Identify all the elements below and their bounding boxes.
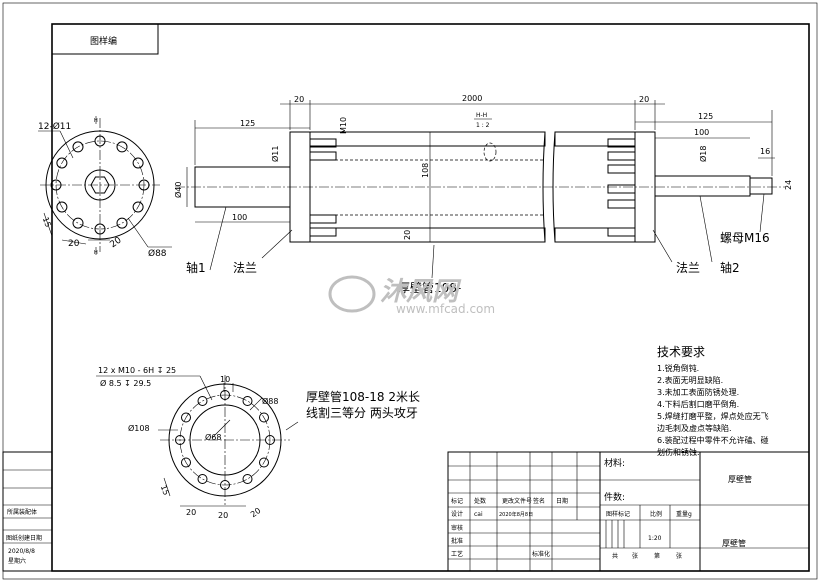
dim-d40: Ø40 bbox=[173, 182, 183, 198]
label-shaft2: 轴2 bbox=[720, 260, 740, 275]
tech-item-5: 5.焊缝打磨平整，焊点处应无飞 bbox=[657, 411, 769, 421]
tb-sheets-word: 张 bbox=[632, 552, 638, 560]
flange-bolt-holes bbox=[50, 135, 150, 235]
flange-front-view: 12-Ø11 H H Ø88 15 20 20 bbox=[38, 116, 172, 259]
dim-m10: M10 bbox=[339, 117, 348, 134]
tb-scale: 1:20 bbox=[648, 535, 662, 542]
tb-mark: 标记 bbox=[451, 497, 463, 505]
tube-dim-20c: 20 bbox=[249, 506, 263, 519]
created-date-label: 图纸创建日期 bbox=[6, 534, 42, 542]
flange-dim-20: 20 bbox=[68, 239, 80, 249]
dim-125-left: 125 bbox=[240, 119, 255, 128]
tech-requirements: 技术要求 1.锐角倒钝. 2.表面无明显缺陷. 3.未加工表面防锈处理. 4.下… bbox=[657, 345, 769, 457]
shaft-labels: 轴1 法兰 法兰 轴2 螺母M16 厚壁管108- bbox=[186, 193, 770, 295]
tb-review: 审核 bbox=[451, 524, 463, 532]
flange-mark-bottom: H bbox=[94, 250, 98, 256]
dim-20-mid: 20 bbox=[403, 230, 412, 240]
tech-item-2: 2.表面无明显缺陷. bbox=[657, 375, 723, 385]
tb-change-doc: 更改文件号 bbox=[502, 497, 532, 505]
tb-designer: cai bbox=[474, 511, 483, 518]
tube-callout-line1: 12 x M10 - 6H ↧ 25 bbox=[98, 366, 176, 375]
tb-sheet-no: 第 bbox=[654, 552, 660, 560]
dim-100-bottom-left: 100 bbox=[232, 213, 247, 222]
tb-material-label: 材料: bbox=[604, 457, 625, 469]
flange-dim-15: 15 bbox=[41, 216, 53, 229]
tech-item-6: 边毛刺及虚点等缺陷. bbox=[657, 423, 732, 433]
tb-design: 设计 bbox=[451, 510, 463, 518]
tb-stage-mark: 图样标记 bbox=[606, 510, 630, 518]
tube-dim-d108: Ø108 bbox=[128, 423, 150, 433]
used-in-label: 所属装配体 bbox=[7, 508, 37, 516]
tube-callout-line2: Ø 8.5 ↧ 29.5 bbox=[100, 378, 151, 388]
tb-process: 工艺 bbox=[451, 550, 463, 558]
tapped-holes bbox=[309, 138, 636, 237]
section-label-top: H-H bbox=[476, 112, 487, 119]
dim-d18: Ø18 bbox=[698, 146, 708, 162]
flange-mark-top: H bbox=[94, 118, 98, 124]
shaft-assembly-view: 20 2000 20 125 125 100 100 M10 Ø11 Ø40 1… bbox=[173, 94, 793, 295]
tube-dim-d68: Ø68 bbox=[205, 432, 221, 442]
dim-d11: Ø11 bbox=[270, 146, 280, 162]
tb-name-bottom: 厚壁管 bbox=[722, 538, 746, 548]
watermark-url: www.mfcad.com bbox=[396, 302, 495, 316]
title-corner-text: 图样编 bbox=[90, 35, 117, 47]
dim-20-left: 20 bbox=[294, 95, 304, 104]
dim-20-right: 20 bbox=[639, 95, 649, 104]
tube-dim-15: 15 bbox=[159, 484, 171, 497]
tb-name-top: 厚壁管 bbox=[728, 474, 752, 484]
tech-item-1: 1.锐角倒钝. bbox=[657, 363, 699, 373]
tube-dim-20b: 20 bbox=[218, 511, 228, 520]
tb-count: 处数 bbox=[474, 497, 486, 505]
dim-108: 108 bbox=[421, 163, 430, 178]
weekday: 星期六 bbox=[8, 557, 26, 565]
tube-end-view: 12 x M10 - 6H ↧ 25 Ø 8.5 ↧ 29.5 10 Ø88 Ø… bbox=[96, 366, 420, 520]
tech-title: 技术要求 bbox=[657, 345, 705, 359]
tb-design-date: 2020年8月8日 bbox=[499, 511, 533, 518]
tb-date: 日期 bbox=[556, 497, 568, 505]
dim-2000: 2000 bbox=[462, 94, 482, 103]
tech-item-4: 4.下料后割口磨平倒角. bbox=[657, 399, 739, 409]
tube-dim-d88: Ø88 bbox=[262, 396, 278, 406]
tb-scale-label: 比例 bbox=[650, 510, 662, 518]
label-flange-left: 法兰 bbox=[233, 261, 257, 275]
dim-125-right: 125 bbox=[698, 112, 713, 121]
title-corner-box: 图样编 bbox=[51, 23, 159, 55]
tube-note-line2: 线割三等分 两头攻牙 bbox=[306, 405, 418, 420]
dim-16: 16 bbox=[760, 147, 770, 156]
left-info-strip: 所属装配体 图纸创建日期 2020/8/8 星期六 bbox=[2, 451, 53, 572]
label-nut: 螺母M16 bbox=[720, 231, 770, 245]
created-date: 2020/8/8 bbox=[8, 548, 35, 555]
tb-sheet-word: 张 bbox=[676, 552, 682, 560]
tb-part-label: 件数: bbox=[604, 491, 625, 503]
section-label-bottom: 1 : 2 bbox=[476, 122, 490, 129]
tube-note-line1: 厚壁管108-18 2米长 bbox=[306, 389, 420, 404]
flange-holes-label: 12-Ø11 bbox=[38, 121, 71, 132]
tech-item-7: 6.装配过程中零件不允许磕、碰 bbox=[657, 435, 769, 445]
tb-sign: 签名 bbox=[533, 497, 545, 505]
watermark-brand: 沐风网 bbox=[380, 277, 462, 307]
tube-dim-10: 10 bbox=[220, 375, 230, 384]
dim-100-top-right: 100 bbox=[694, 128, 709, 137]
title-block: 标记 处数 更改文件号 签名 日期 设计 cai 2020年8月8日 审核 批准… bbox=[447, 451, 810, 572]
label-flange-right: 法兰 bbox=[676, 261, 700, 275]
tube-tapped-holes bbox=[175, 390, 275, 490]
tb-approve: 批准 bbox=[451, 537, 463, 545]
tb-weight-label: 重量g bbox=[676, 510, 692, 518]
tube-dim-20a: 20 bbox=[186, 508, 196, 517]
dim-24: 24 bbox=[784, 180, 793, 190]
shaft-dimensions: 20 2000 20 125 125 100 100 M10 Ø11 Ø40 1… bbox=[173, 94, 793, 242]
watermark: 沐风网 www.mfcad.com bbox=[328, 275, 495, 316]
label-shaft1: 轴1 bbox=[186, 260, 206, 275]
tech-item-3: 3.未加工表面防锈处理. bbox=[657, 387, 739, 397]
tb-standardize: 标准化 bbox=[532, 550, 550, 558]
label-tube-partial: 厚壁管108- bbox=[398, 280, 461, 295]
flange-dim-d88: Ø88 bbox=[148, 248, 167, 259]
tb-sheets-total: 共 bbox=[612, 552, 618, 560]
